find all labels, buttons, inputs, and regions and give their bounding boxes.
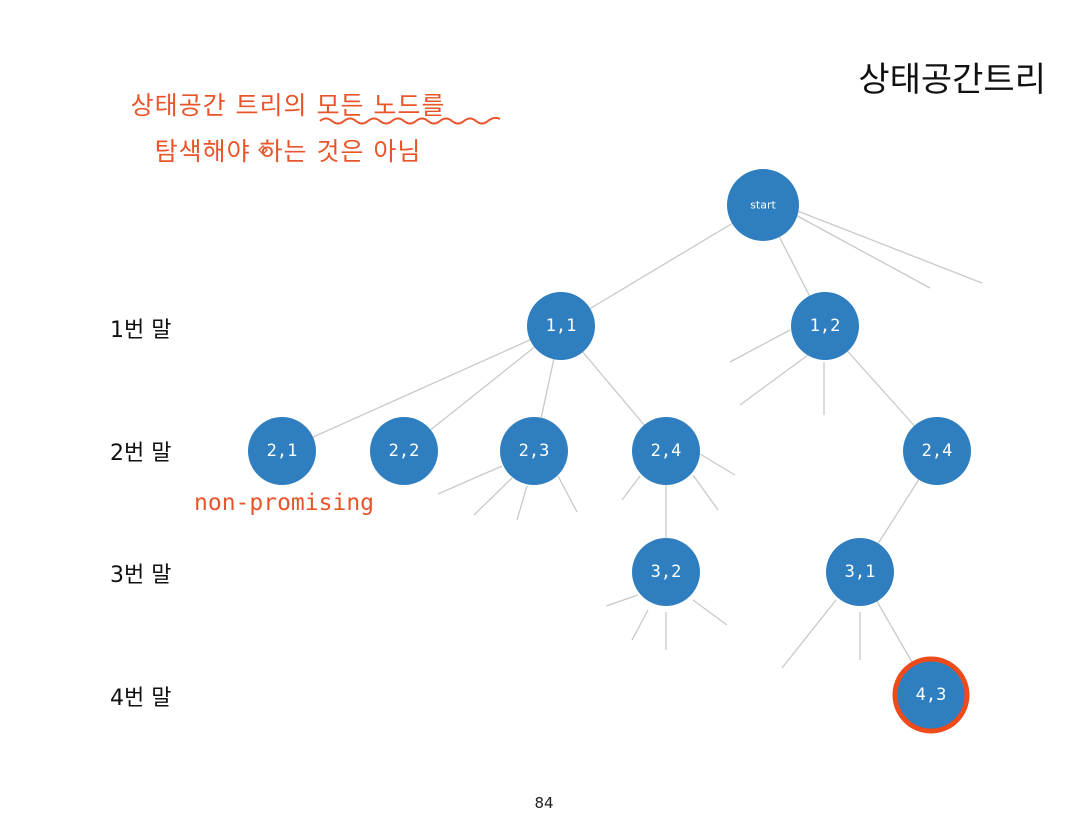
tree-node-n31: 3,1: [826, 538, 894, 606]
tree-stub-edge: [729, 329, 791, 363]
node-label: 2,4: [651, 441, 682, 461]
tree-node-n43: 4,3: [892, 656, 970, 734]
node-circle: [248, 417, 316, 485]
tree-stub-edge: [605, 594, 639, 607]
tree-stub-edge: [473, 477, 513, 516]
level-label-4: 4번 말: [110, 686, 172, 711]
tree-stub-edge: [794, 209, 983, 284]
node-circle: [500, 417, 568, 485]
node-circle: [897, 661, 965, 729]
node-label: start: [750, 199, 776, 212]
tree-node-n12: 1,2: [791, 292, 859, 360]
slide-title: 상태공간트리: [858, 60, 1046, 100]
node-circle: [903, 417, 971, 485]
level-label-1: 1번 말: [110, 318, 172, 343]
tree-node-n21: 2,1: [248, 417, 316, 485]
diamond-mark: [258, 145, 268, 155]
highlight-ring: [892, 656, 970, 734]
page-number: 84: [534, 794, 554, 812]
node-label: 1,1: [546, 316, 577, 336]
tree-edge: [560, 204, 764, 327]
node-label: 3,1: [845, 562, 876, 582]
annotation-line-2: 탐색해야 하는 것은 아님: [154, 137, 422, 166]
node-label: 2,3: [519, 441, 550, 461]
node-circle: [527, 292, 595, 360]
tree-stub-edges: [437, 209, 983, 669]
tree-node-start: start: [727, 169, 799, 241]
tree-node-n24b: 2,4: [903, 417, 971, 485]
annotation-line-1: 상태공간 트리의 모든 노드를: [130, 91, 446, 120]
tree-node-n23: 2,3: [500, 417, 568, 485]
node-label: 2,1: [267, 441, 298, 461]
node-label: 2,2: [389, 441, 420, 461]
non-promising-label: non-promising: [194, 490, 375, 516]
tree-stub-edge: [621, 475, 641, 501]
tree-stub-edge: [631, 609, 649, 641]
node-label: 3,2: [651, 562, 682, 582]
tree-stub-edge: [781, 599, 837, 669]
tree-stub-edge: [437, 465, 503, 495]
node-circle: [727, 169, 799, 241]
tree-stub-edge: [557, 475, 578, 513]
tree-stub-edge: [739, 354, 809, 406]
tree-node-n22: 2,2: [370, 417, 438, 485]
underline-squiggle: [319, 116, 501, 125]
tree-node-n11: 1,1: [527, 292, 595, 360]
tree-stub-edge: [692, 474, 719, 511]
node-circle: [632, 417, 700, 485]
tree-node-n32: 3,2: [632, 538, 700, 606]
tree-stub-edge: [516, 485, 528, 521]
tree-nodes: start 1,1 1,2 2,1 2,2 2,3 2,4 2,4 3,2 3,1 4,3: [248, 169, 971, 734]
tree-node-n24a: 2,4: [632, 417, 700, 485]
tree-stub-edge: [699, 453, 736, 476]
tree-edge: [281, 325, 562, 452]
node-circle: [370, 417, 438, 485]
node-label: 2,4: [922, 441, 953, 461]
node-circle: [826, 538, 894, 606]
node-circle: [632, 538, 700, 606]
tree-stub-edge: [789, 211, 931, 289]
level-label-2: 2번 말: [110, 441, 172, 466]
node-label: 4,3: [916, 685, 947, 705]
tree-stub-edge: [692, 599, 728, 626]
node-label: 1,2: [810, 316, 841, 336]
node-circle: [791, 292, 859, 360]
level-label-3: 3번 말: [110, 563, 172, 588]
